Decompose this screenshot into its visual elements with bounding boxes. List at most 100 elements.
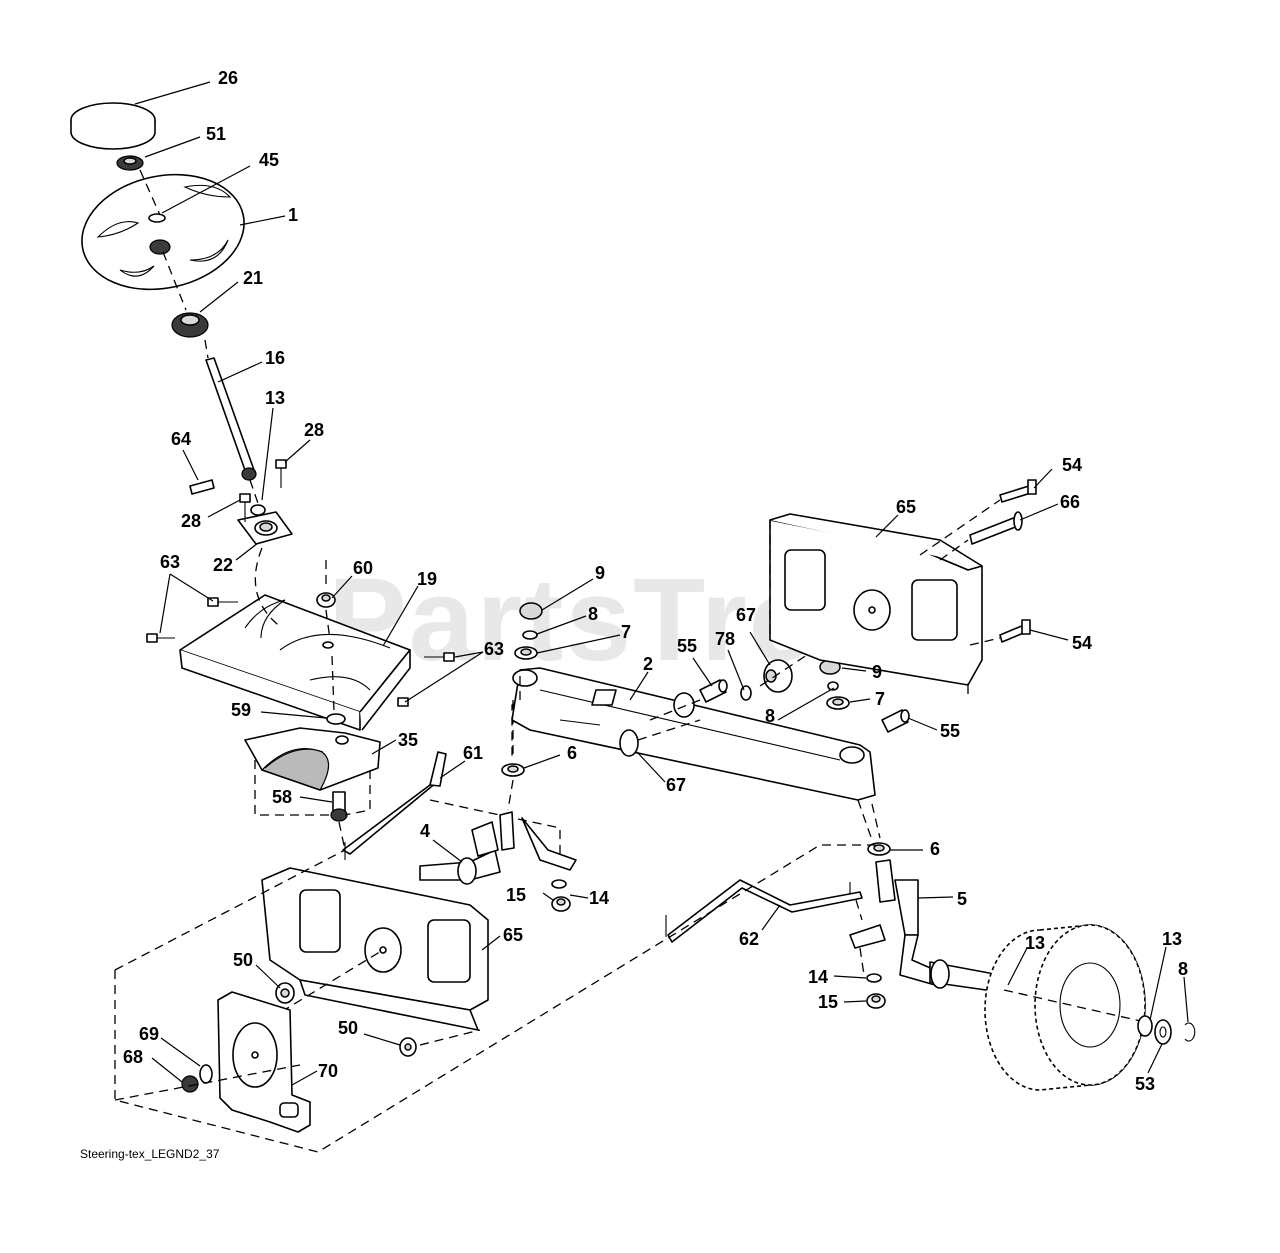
front-wheel: [984, 924, 1146, 1091]
washer-59: [326, 713, 346, 725]
callout-8-mid: 8: [765, 706, 775, 726]
callout-13-right: 13: [1162, 929, 1182, 949]
plate-bolt-63-c: [424, 652, 455, 662]
callout-4: 4: [420, 821, 430, 841]
washer-6-right: [867, 842, 891, 856]
callout-54-bottom: 54: [1072, 633, 1092, 653]
callout-28-top: 28: [304, 420, 324, 440]
bolt-66: [969, 511, 1023, 545]
callout-7-right: 7: [875, 689, 885, 709]
callout-50-right: 50: [338, 1018, 358, 1038]
callout-63-right: 63: [484, 639, 504, 659]
washer-14-right: [866, 973, 882, 983]
sector-gear: [244, 727, 381, 791]
callout-61: 61: [463, 743, 483, 763]
steering-cap: [70, 102, 156, 150]
callout-69: 69: [139, 1024, 159, 1044]
callout-67-top: 67: [736, 605, 756, 625]
callout-35: 35: [398, 730, 418, 750]
callout-55-right: 55: [940, 721, 960, 741]
callout-6-right: 6: [930, 839, 940, 859]
callout-70: 70: [318, 1061, 338, 1081]
washer-13-wheel: [1137, 1015, 1153, 1037]
callout-66: 66: [1060, 492, 1080, 512]
callout-59: 59: [231, 700, 251, 720]
nut-60: [316, 592, 336, 608]
steering-plate: [179, 594, 411, 731]
washer-8-b: [827, 681, 839, 691]
callout-22: 22: [213, 555, 233, 575]
bolt-54-bottom: [999, 619, 1031, 643]
callout-1: 1: [288, 205, 298, 225]
drag-link-61: [342, 751, 447, 860]
callout-14-right: 14: [808, 967, 828, 987]
callout-45: 45: [259, 150, 279, 170]
steering-nut: [116, 155, 144, 171]
washer-50-a: [275, 982, 295, 1004]
clip-8: [1184, 1022, 1196, 1042]
callout-6-left: 6: [567, 743, 577, 763]
spindle-right: [849, 859, 1001, 993]
spindle-left: [419, 811, 577, 885]
steering-shaft: [205, 357, 257, 481]
callout-labels: 26 51 45 1 21 16 13 28 64 28 22 63 60 19…: [123, 68, 1188, 1094]
nut-15-left: [551, 896, 571, 912]
callout-14-left: 14: [589, 888, 609, 908]
callout-53: 53: [1135, 1074, 1155, 1094]
front-axle: [511, 667, 876, 801]
steering-bushing-bracket: [237, 504, 293, 545]
bushing-67-b: [619, 729, 639, 757]
nut-68: [181, 1075, 199, 1093]
key-64: [189, 479, 215, 495]
cap-9-a: [519, 602, 543, 620]
callout-5: 5: [957, 889, 967, 909]
callout-8-right: 8: [1178, 959, 1188, 979]
callout-21: 21: [243, 268, 263, 288]
callout-7-top: 7: [621, 622, 631, 642]
washer-53: [1154, 1019, 1172, 1045]
callout-50-left: 50: [233, 950, 253, 970]
diagram-caption: Steering-tex_LEGND2_37: [80, 1147, 220, 1161]
callout-63-left: 63: [160, 552, 180, 572]
callout-60: 60: [353, 558, 373, 578]
plate-bolt-63-d: [397, 697, 409, 707]
callout-9-top: 9: [595, 563, 605, 583]
callout-58: 58: [272, 787, 292, 807]
callout-54-top: 54: [1062, 455, 1082, 475]
tie-rod-62: [665, 879, 863, 943]
callout-26: 26: [218, 68, 238, 88]
callout-65-right: 65: [896, 497, 916, 517]
callout-65-left: 65: [503, 925, 523, 945]
bolt-28-left: [239, 493, 251, 522]
nut-15-right: [866, 993, 886, 1009]
bushing-67-a: [763, 659, 793, 693]
bolt-54-top: [999, 479, 1037, 503]
plate-70: [217, 991, 311, 1133]
callout-16: 16: [265, 348, 285, 368]
spacer-55-a: [699, 679, 728, 703]
callout-78: 78: [715, 629, 735, 649]
callout-51: 51: [206, 124, 226, 144]
callout-67-bottom: 67: [666, 775, 686, 795]
callout-2: 2: [643, 654, 653, 674]
pivot-bolt-58: [330, 791, 348, 822]
callout-28-left: 28: [181, 511, 201, 531]
bolt-28-right: [275, 459, 287, 488]
callout-55-left: 55: [677, 636, 697, 656]
washer-8-a: [522, 630, 538, 640]
steering-adapter: [171, 312, 209, 338]
washer-78: [740, 685, 752, 701]
callout-62: 62: [739, 929, 759, 949]
callout-9-right: 9: [872, 662, 882, 682]
spacer-55-b: [881, 709, 910, 733]
callout-13-mid: 13: [1025, 933, 1045, 953]
plate-bolt-63-a: [207, 597, 238, 607]
callout-68: 68: [123, 1047, 143, 1067]
washer-14-left: [551, 879, 567, 889]
callout-13-top: 13: [265, 388, 285, 408]
plate-bolt-63-b: [146, 633, 175, 643]
callout-64: 64: [171, 429, 191, 449]
callout-15-right: 15: [818, 992, 838, 1012]
washer-69: [199, 1064, 213, 1084]
